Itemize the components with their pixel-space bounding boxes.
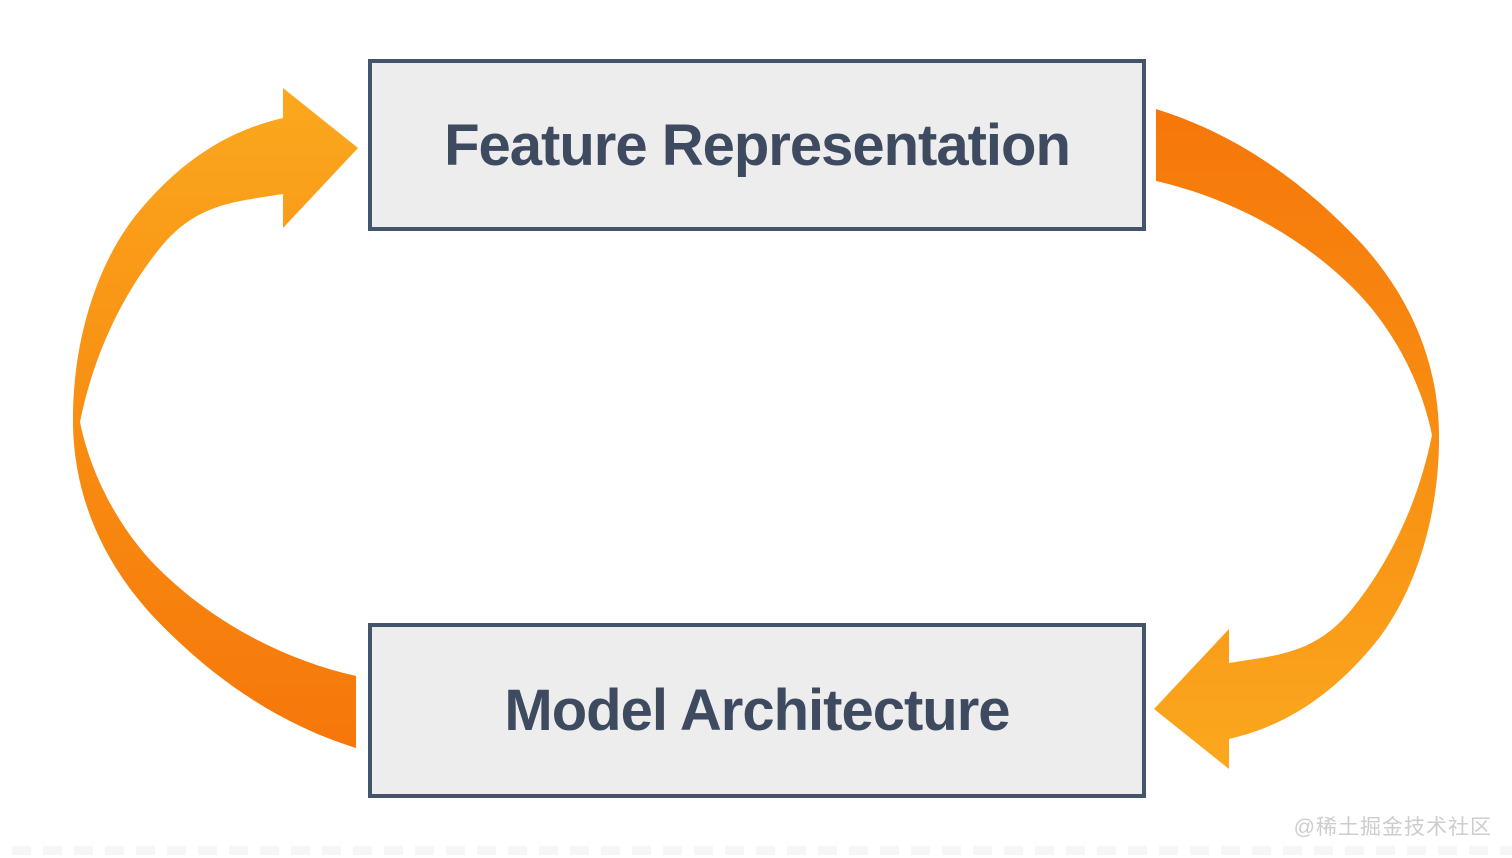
node-model-architecture-label: Model Architecture [504,678,1010,743]
node-feature-representation-label: Feature Representation [444,112,1071,178]
arrow-model-to-feature [72,88,358,748]
watermark-text: @稀土掘金技术社区 [1293,816,1492,839]
arrow-feature-to-model [1154,109,1440,769]
node-model-architecture: Model Architecture [368,623,1146,798]
bottom-dashed-strip [0,846,1512,855]
node-feature-representation: Feature Representation [368,59,1146,231]
